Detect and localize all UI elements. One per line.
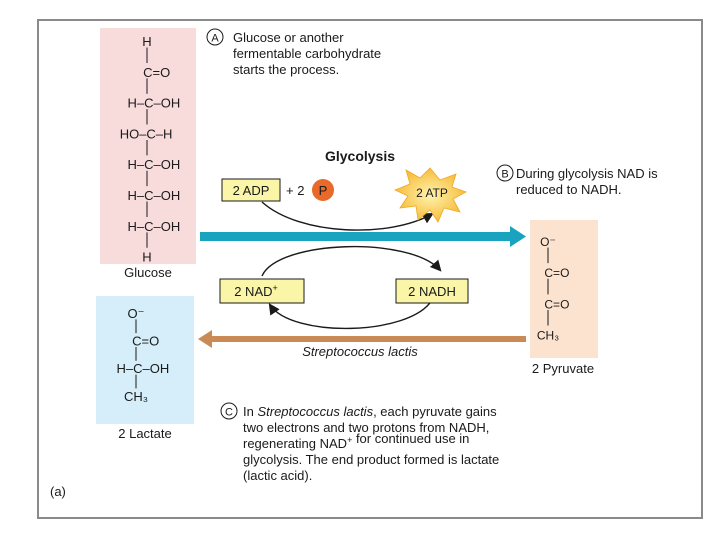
- atp-star-icon: [393, 167, 467, 223]
- step-b-marker: B: [501, 169, 508, 181]
- step-c-marker-circle: [220, 402, 238, 420]
- pyruvate-atom-row: CH₃: [537, 329, 559, 343]
- step-c-line-5: (lactic acid).: [243, 468, 312, 483]
- step-c-note: C In Streptococcus lactis, each pyruvate…: [220, 402, 499, 483]
- step-b-line-1: During glycolysis NAD is: [516, 166, 658, 181]
- step-a-line-1: Glucose or another: [233, 30, 344, 45]
- nadh-box: 2 NADH: [395, 278, 469, 304]
- step-c-line-3: regenerating NAD+ for continued use in: [243, 431, 469, 451]
- glucose-atom-row: C=O: [143, 65, 170, 80]
- step-c-line-4: glycolysis. The end product formed is la…: [243, 452, 499, 467]
- lactate-atom-row: H–C–OH: [117, 361, 170, 376]
- adp-label: 2 ADP: [233, 183, 270, 198]
- lactate-background: [96, 296, 194, 424]
- nad-box: 2 NAD+: [219, 278, 305, 304]
- phosphate-label: P: [319, 183, 328, 198]
- step-b-line-2: reduced to NADH.: [516, 182, 622, 197]
- step-a-marker-circle: [206, 28, 224, 46]
- pyruvate-structure: O⁻ C=O C=O CH₃: [537, 235, 570, 343]
- step-c-line-1: In Streptococcus lactis, each pyruvate g…: [243, 404, 497, 419]
- glucose-atom-row: H–C–OH: [128, 219, 181, 234]
- nad-to-nadh-curve: [261, 245, 442, 277]
- pyruvate-atom-row: O⁻: [540, 235, 556, 249]
- glucose-structure: H C=O H–C–OH HO–C–H H–C–OH H–C–OH H–C–OH H: [120, 34, 181, 265]
- lactate-atom-row: O⁻: [128, 306, 145, 321]
- atp-label: 2 ATP: [416, 186, 448, 200]
- nad-label: 2 NAD+: [234, 283, 278, 299]
- glucose-atom-row: H: [142, 34, 151, 49]
- step-b-marker-circle: [496, 164, 514, 182]
- pyruvate-label: 2 Pyruvate: [532, 361, 594, 376]
- glucose-atom-row: H–C–OH: [128, 96, 181, 111]
- nad-superscript: +: [273, 283, 278, 293]
- glucose-atom-row: H: [142, 250, 151, 265]
- glucose-atom-row: H–C–OH: [128, 188, 181, 203]
- adp-plus-label: + 2: [286, 183, 304, 198]
- fermentation-arrow: [198, 330, 526, 348]
- lactate-label: 2 Lactate: [118, 426, 172, 441]
- glucose-label: Glucose: [124, 265, 172, 280]
- step-a-line-2: fermentable carbohydrate: [233, 46, 381, 61]
- glycolysis-arrow: [200, 226, 526, 247]
- step-a-line-3: starts the process.: [233, 62, 339, 77]
- step-b-note: B During glycolysis NAD is reduced to NA…: [496, 164, 658, 197]
- phosphate-icon: [312, 179, 334, 201]
- glucose-background: [100, 28, 196, 264]
- glycolysis-title: Glycolysis: [325, 148, 395, 164]
- lactate-structure: O⁻ C=O H–C–OH CH₃: [117, 306, 170, 404]
- lactate-atom-row: C=O: [132, 334, 159, 349]
- step-c-line-2: two electrons and two protons from NADH,: [243, 420, 489, 435]
- adp-to-atp-curve: [261, 201, 434, 231]
- pyruvate-background: [530, 220, 598, 358]
- step-a-note: A Glucose or another fermentable carbohy…: [206, 28, 381, 77]
- step-a-marker: A: [211, 33, 219, 45]
- nadh-to-nad-curve: [268, 299, 433, 330]
- organism-label: Streptococcus lactis: [302, 344, 418, 359]
- lactate-atom-row: CH₃: [124, 389, 148, 404]
- panel-label: (a): [50, 484, 66, 499]
- nadh-label: 2 NADH: [408, 284, 456, 299]
- step-c-text: In Streptococcus lactis, each pyruvate g…: [243, 404, 499, 483]
- pyruvate-atom-row: C=O: [544, 266, 569, 280]
- step-c-marker: C: [225, 407, 233, 419]
- pyruvate-atom-row: C=O: [544, 297, 569, 311]
- glucose-atom-row: H–C–OH: [128, 157, 181, 172]
- glucose-atom-row: HO–C–H: [120, 126, 173, 141]
- adp-box: 2 ADP: [221, 178, 281, 202]
